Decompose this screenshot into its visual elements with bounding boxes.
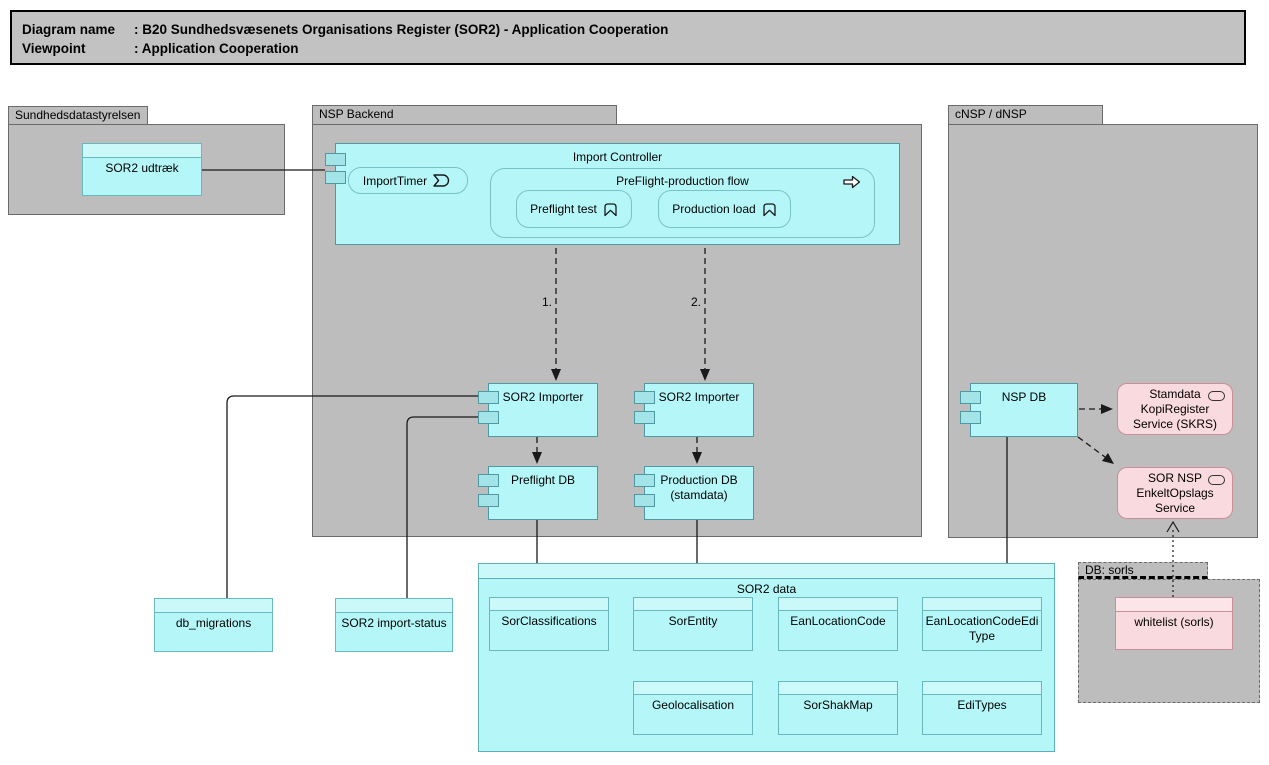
group-db-sorls-tab: DB: sorls — [1078, 562, 1208, 579]
component-icon — [634, 391, 655, 404]
node-sor2-import-status-label: SOR2 import-status — [341, 616, 447, 630]
diagram-name-value: : B20 Sundhedsvæsenets Organisations Reg… — [134, 22, 669, 37]
data-object-band — [634, 598, 752, 611]
viewpoint-label: Viewpoint — [22, 41, 86, 56]
component-icon — [960, 391, 981, 404]
node-sor2-data-label: SOR2 data — [736, 582, 797, 596]
node-preflight-db-label: Preflight DB — [510, 473, 576, 487]
node-edi-types-label: EdiTypes — [957, 698, 1007, 712]
node-preflight-test-label: Preflight test — [530, 202, 597, 216]
node-whitelist-sorls: whitelist (sorls) — [1115, 597, 1233, 650]
component-icon — [478, 391, 499, 404]
component-icon — [478, 474, 499, 487]
component-icon — [960, 411, 981, 424]
group-sundhedsdatastyrelsen-label: Sundhedsdatastyrelsen — [15, 108, 141, 122]
node-sor2-importer-production: SOR2 Importer — [634, 383, 754, 437]
node-ean-location-code-edi-type: EanLocationCodeEdi​Type — [922, 597, 1042, 651]
node-preflight-production-flow-label: PreFlight-production flow — [616, 174, 749, 188]
node-sor-classifications-label: SorClassifications — [501, 614, 597, 628]
component-icon — [634, 411, 655, 424]
function-icon — [604, 202, 617, 216]
flow-label-1: 1. — [541, 295, 552, 309]
node-sor2-importer-production-label: SOR2 Importer — [658, 390, 740, 404]
node-sor2-udtraek-label: SOR2 udtræk — [105, 161, 179, 175]
node-sor-shak-map-label: SorShakMap — [803, 698, 873, 712]
node-sor-nsp-enkeltopslags-service-label: SOR NSP EnkeltOpslags Service — [1136, 471, 1214, 515]
node-nsp-db-label: NSP DB — [1001, 390, 1047, 404]
data-object-band — [479, 564, 1054, 579]
node-import-timer: ImportTimer — [348, 167, 468, 194]
node-import-timer-label: ImportTimer — [362, 173, 428, 188]
data-object-band — [1116, 598, 1232, 612]
node-skrs-service: Stamdata KopiRegister Service (SKRS) — [1117, 383, 1233, 435]
node-sor2-import-status: SOR2 import-status — [335, 598, 453, 652]
node-sor-classifications: SorClassifications — [489, 597, 609, 651]
group-sundhedsdatastyrelsen-tab: Sundhedsdatastyrelsen — [8, 106, 148, 124]
node-production-db-label: Production DB (stamdata) — [660, 473, 738, 502]
node-preflight-db: Preflight DB — [478, 466, 598, 520]
node-skrs-service-label: Stamdata KopiRegister Service (SKRS) — [1132, 387, 1218, 431]
data-object-band — [634, 682, 752, 695]
component-icon — [634, 494, 655, 507]
process-arrow-icon — [843, 175, 861, 189]
data-object-band — [490, 598, 608, 611]
component-icon — [478, 494, 499, 507]
group-nsp-backend-tab: NSP Backend — [312, 105, 617, 124]
component-icon — [478, 411, 499, 424]
service-icon — [1208, 475, 1225, 485]
viewpoint-value: : Application Cooperation — [134, 41, 299, 56]
group-cnsp-dnsp-label: cNSP / dNSP — [955, 107, 1027, 121]
data-object-band — [155, 599, 272, 613]
node-sor-shak-map: SorShakMap — [778, 681, 898, 735]
flow-label-2: 2. — [690, 295, 701, 309]
node-import-controller-label: Import Controller — [572, 150, 663, 164]
node-edi-types: EdiTypes — [922, 681, 1042, 735]
data-object-band — [83, 144, 201, 158]
node-sor2-importer-preflight: SOR2 Importer — [478, 383, 598, 437]
node-geolocalisation-label: Geolocalisation — [651, 698, 735, 712]
node-ean-location-code-label: EanLocationCode — [790, 614, 886, 628]
data-object-band — [779, 598, 897, 611]
node-sor-nsp-enkeltopslags-service: SOR NSP EnkeltOpslags Service — [1117, 467, 1233, 519]
node-geolocalisation: Geolocalisation — [633, 681, 753, 735]
function-icon — [763, 202, 776, 216]
node-db-migrations-label: db_migrations — [175, 616, 252, 630]
service-icon — [1208, 391, 1225, 401]
data-object-band — [336, 599, 452, 613]
group-nsp-backend-label: NSP Backend — [319, 107, 394, 121]
group-db-sorls-label: DB: sorls — [1085, 563, 1134, 577]
node-sor2-udtraek: SOR2 udtræk — [82, 143, 202, 196]
node-ean-location-code: EanLocationCode — [778, 597, 898, 651]
component-icon — [325, 171, 346, 184]
node-production-load-label: Production load — [672, 202, 756, 216]
group-cnsp-dnsp-tab: cNSP / dNSP — [948, 105, 1103, 124]
node-ean-location-code-edi-type-label: EanLocationCodeEdi​Type — [925, 614, 1039, 643]
node-whitelist-sorls-label: whitelist (sorls) — [1134, 615, 1214, 629]
diagram-title-bar: Diagram name : B20 Sundhedsvæsenets Orga… — [10, 10, 1246, 65]
event-icon — [433, 174, 450, 187]
data-object-band — [779, 682, 897, 695]
node-sor-entity: SorEntity — [633, 597, 753, 651]
node-sor2-importer-preflight-label: SOR2 Importer — [502, 390, 584, 404]
data-object-band — [923, 598, 1041, 611]
node-preflight-test: Preflight test — [516, 190, 632, 228]
component-icon — [325, 153, 346, 166]
node-sor-entity-label: SorEntity — [668, 614, 718, 628]
component-icon — [634, 474, 655, 487]
data-object-band — [923, 682, 1041, 695]
diagram-name-label: Diagram name — [22, 22, 116, 37]
node-db-migrations: db_migrations — [154, 598, 273, 652]
node-production-db: Production DB (stamdata) — [634, 466, 754, 520]
node-production-load: Production load — [658, 190, 791, 228]
node-nsp-db: NSP DB — [960, 383, 1078, 437]
